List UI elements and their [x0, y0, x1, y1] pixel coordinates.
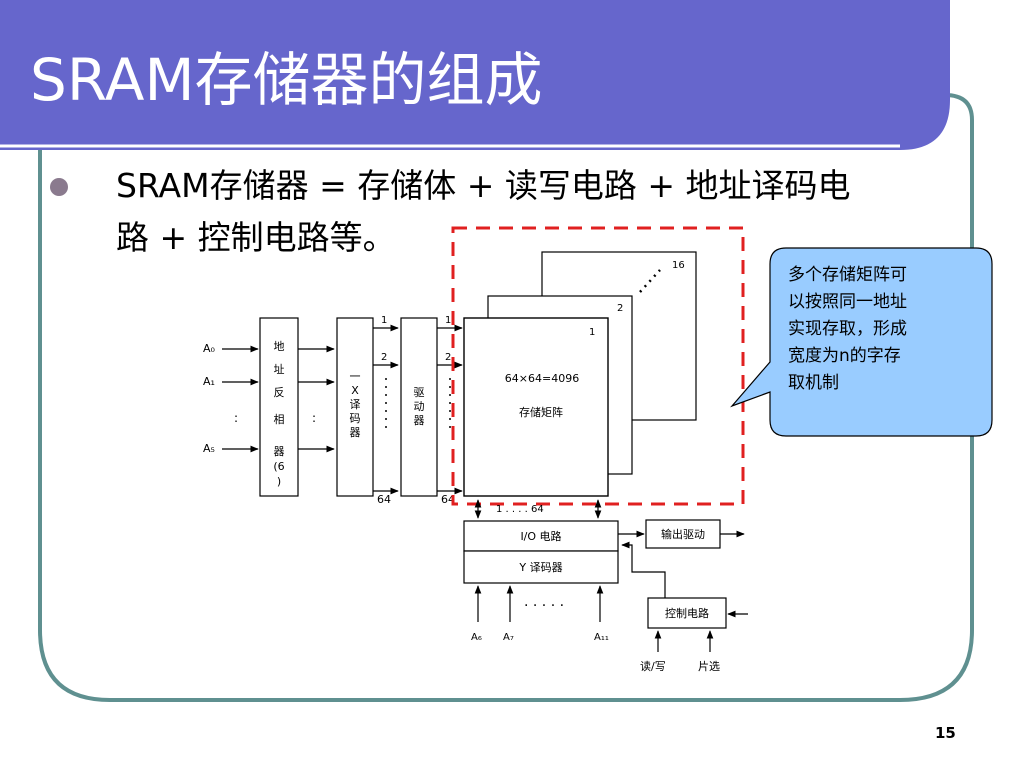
y-address-dots: . . . . . — [524, 594, 564, 610]
inverter-char-2: 址 — [274, 362, 285, 376]
addr-dots-left: : — [234, 411, 238, 425]
output-driver-box — [645, 519, 721, 549]
callout-line-4: 宽度为n的字存 — [788, 346, 901, 366]
callout-line-1: 多个存储矩阵可 — [788, 265, 907, 285]
addr-a5-label: A₅ — [203, 442, 215, 455]
x-decoder-char-1: 一 — [350, 370, 361, 383]
x-decoder-box — [336, 317, 374, 497]
matrix-highlight-box — [451, 226, 745, 506]
driver-char-3: 器 — [414, 414, 425, 427]
addr-a1-label: A₁ — [203, 375, 215, 388]
y-decoder-label: Y 译码器 — [518, 561, 562, 574]
xline-64-label: 64 — [377, 493, 391, 506]
slide-title: SRAM存储器的组成 — [30, 46, 543, 114]
driver-line-2-label: 2 — [445, 352, 451, 363]
matrix-spec: 64×64=4096 — [505, 372, 579, 385]
callout-bubble — [730, 247, 993, 437]
io-circuit-label: I/O 电路 — [520, 530, 561, 543]
addr-dots-mid: : — [312, 411, 316, 425]
io-circuit-box — [463, 520, 619, 552]
control-circuit-box — [647, 597, 727, 629]
driver-char-1: 驱 — [414, 386, 425, 399]
inverter-char-4: 相 — [274, 413, 285, 426]
bullet-line-1: SRAM存储器 = 存储体 + 读写电路 + 地址译码电 — [116, 166, 851, 205]
callout-line-3: 实现存取，形成 — [788, 319, 907, 339]
y-decoder-box — [463, 550, 619, 584]
control-circuit-label: 控制电路 — [665, 606, 709, 620]
addr-a0-label: A₀ — [203, 342, 216, 355]
x-decoder-char-2: X — [351, 384, 359, 397]
xline-2-label: 2 — [381, 352, 387, 363]
driver-box — [400, 317, 438, 497]
layer-16-label: 16 — [672, 260, 685, 271]
column-labels: 1 . . . . 64 — [496, 504, 544, 515]
layer-2-label: 2 — [617, 303, 623, 314]
addr-a6-label: A₆ — [471, 632, 482, 643]
bullet-icon — [50, 178, 68, 196]
page-number: 15 — [935, 724, 956, 742]
x-decoder-char-4: 码 — [350, 412, 361, 425]
read-write-label: 读/写 — [640, 659, 666, 673]
driver-char-2: 动 — [414, 400, 425, 413]
chip-select-label: 片选 — [698, 660, 720, 673]
bullet-line-2: 路 + 控制电路等。 — [116, 218, 396, 257]
bullet-text: SRAM存储器 = 存储体 + 读写电路 + 地址译码电 路 + 控制电路等。 — [116, 160, 976, 264]
output-driver-label: 输出驱动 — [661, 527, 705, 541]
layer-1-label: 1 — [589, 327, 595, 338]
xline-1-label: 1 — [381, 315, 387, 326]
driver-line-1-label: 1 — [445, 315, 451, 326]
callout-line-2: 以按照同一地址 — [788, 292, 907, 312]
inverter-char-1: 地 — [274, 340, 285, 353]
title-bar — [0, 0, 950, 150]
memory-matrix — [463, 317, 609, 497]
inverter-char-3: 反 — [274, 386, 285, 399]
matrix-name: 存储矩阵 — [519, 405, 563, 419]
callout-line-5: 取机制 — [788, 373, 839, 393]
addr-a7-label: A₇ — [503, 632, 514, 643]
inverter-char-7: ) — [277, 475, 281, 488]
x-decoder-char-5: 器 — [350, 426, 361, 439]
x-decoder-char-3: 译 — [350, 398, 361, 411]
callout-text: 多个存储矩阵可 以按照同一地址 实现存取，形成 宽度为n的字存 取机制 — [788, 262, 978, 397]
inverter-char-5: 器 — [274, 445, 285, 458]
inverter-char-6: (6 — [273, 460, 284, 473]
address-inverter-box — [259, 317, 299, 497]
addr-a11-label: A₁₁ — [594, 632, 609, 643]
